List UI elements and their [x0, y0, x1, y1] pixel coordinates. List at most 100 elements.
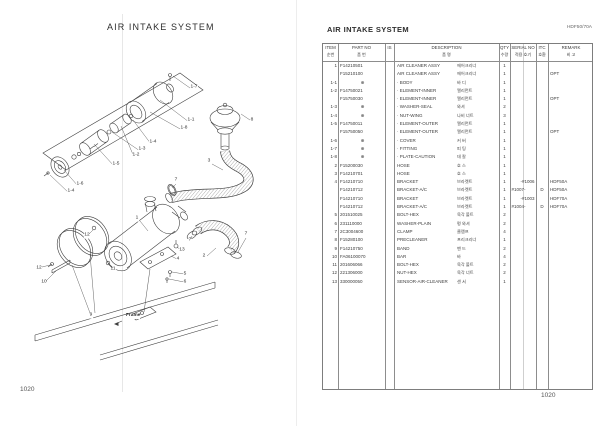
cell-qty: 1	[503, 179, 506, 185]
cell-item: 12	[331, 270, 337, 276]
cell-item: 9	[334, 245, 337, 251]
diagram-callout: 1-4	[149, 139, 157, 146]
diagram-callout: 6	[183, 279, 187, 286]
cell-remark	[548, 220, 595, 228]
cell-part-no: F15750050	[340, 129, 363, 135]
cell-item	[323, 186, 337, 194]
header-is: IS	[387, 45, 392, 50]
cell-serial: #1007-	[511, 187, 526, 193]
cell-remark	[548, 211, 595, 219]
cell-qty: 1	[503, 187, 506, 193]
cell-item: 4	[334, 179, 337, 185]
cell-qty: 2	[503, 270, 506, 276]
cell-part-no: 201606066	[340, 262, 363, 268]
cell-is	[385, 186, 394, 194]
cell-remark	[548, 87, 595, 95]
cell-is	[385, 269, 394, 277]
cell-itc	[536, 128, 548, 136]
cell-is	[385, 245, 394, 253]
cell-serial	[510, 261, 536, 269]
page-fold-line	[122, 14, 123, 392]
cell-qty: 3	[503, 112, 506, 118]
cell-itc	[536, 162, 548, 170]
cell-serial	[510, 153, 536, 161]
column-divider	[394, 44, 395, 389]
cell-item: 1-8	[330, 154, 337, 160]
diagram-callout: 5	[183, 271, 187, 278]
cell-serial: #1004-	[511, 204, 526, 210]
cell-remark: OPT	[550, 129, 560, 135]
cell-itc	[536, 103, 548, 111]
cell-remark	[548, 261, 595, 269]
cell-remark: HDF70A	[550, 195, 568, 201]
cell-remark	[548, 103, 595, 111]
column-divider	[499, 44, 500, 389]
cell-item	[323, 203, 337, 211]
diagram-callout: 12	[83, 232, 91, 239]
cell-is	[385, 236, 394, 244]
cell-item: 13	[331, 278, 337, 284]
cell-serial	[510, 103, 536, 111]
cell-is	[385, 112, 394, 120]
cell-qty: 1	[503, 79, 506, 85]
cell-remark	[548, 112, 595, 120]
cell-serial	[510, 170, 536, 178]
cell-part-no: 201510025	[340, 212, 363, 218]
cell-remark	[548, 145, 595, 153]
cell-qty: 4	[503, 228, 506, 234]
cell-part-no: F14210710	[340, 179, 363, 185]
cell-item: 5	[334, 212, 337, 218]
cell-remark	[548, 228, 595, 236]
diagram-callout: 1-7	[190, 84, 198, 91]
cell-serial	[510, 269, 536, 277]
cell-serial	[510, 220, 536, 228]
cell-itc	[536, 145, 548, 153]
diagram-callout: 1-6	[76, 181, 84, 188]
diagram-callout: 1	[135, 215, 139, 222]
cell-serial	[510, 70, 536, 78]
cell-qty: 1	[503, 170, 506, 176]
diagram-callout: 7	[188, 237, 192, 244]
cell-part-no: F15210100	[340, 71, 363, 77]
cell-qty: 2	[503, 212, 506, 218]
cell-serial: -#1006	[520, 179, 535, 185]
cell-item	[323, 95, 337, 103]
cell-qty: 1	[503, 121, 506, 127]
cell-is	[385, 203, 394, 211]
cell-part-no: ⊕	[360, 145, 365, 151]
cell-qty: 1	[503, 87, 506, 93]
cell-remark	[548, 62, 595, 70]
cell-is	[385, 95, 394, 103]
cell-is	[385, 261, 394, 269]
cell-part-no: F15280100	[340, 237, 363, 243]
cell-qty: 1	[503, 204, 506, 210]
cell-remark: OPT	[550, 71, 560, 77]
diagram-callout: 9	[89, 312, 93, 319]
cell-itc	[536, 178, 548, 186]
diagram-callout: 10	[40, 279, 48, 286]
cell-part-no: ⊕	[360, 154, 365, 160]
cell-part-no: ⊕	[360, 112, 365, 118]
cell-part-no: F15200030	[340, 162, 363, 168]
